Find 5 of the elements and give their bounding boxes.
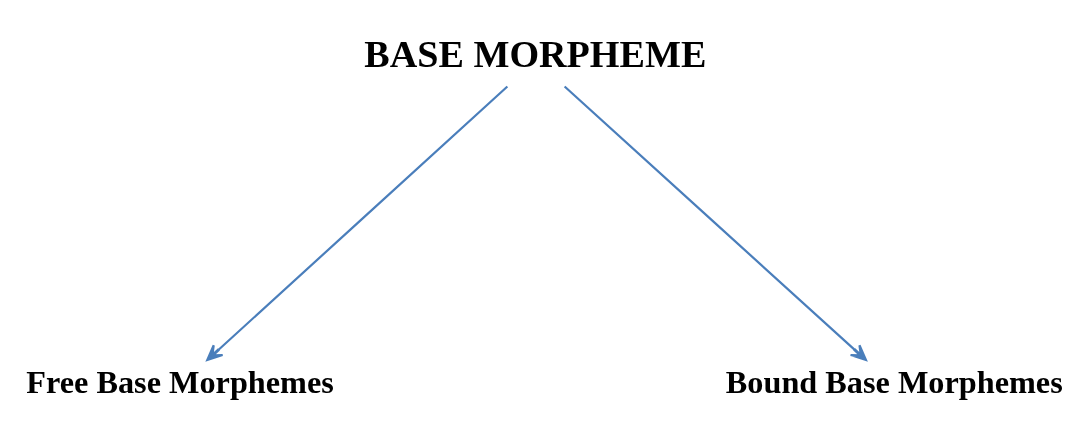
arrow — [206, 85, 509, 362]
node-text: Free Base Morphemes — [26, 364, 334, 401]
node-text: BASE MORPHEME — [364, 32, 707, 75]
node-text: Bound Base Morphemes — [725, 364, 1063, 401]
arrow — [563, 85, 867, 362]
